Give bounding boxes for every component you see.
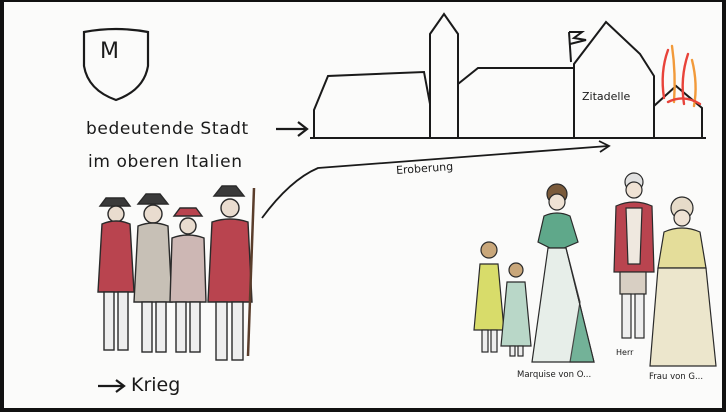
frau-illustration <box>650 197 716 366</box>
war-label: Krieg <box>131 374 180 396</box>
town-drawing <box>310 14 706 138</box>
citadel-label: Zitadelle <box>582 90 630 103</box>
soldiers-illustration <box>98 186 254 360</box>
frau-caption: Frau von G... <box>649 372 703 382</box>
fire-icon <box>663 46 700 106</box>
marquise-illustration <box>532 184 594 362</box>
herr-caption: Herr <box>616 348 633 357</box>
arrow-right-icon <box>98 380 124 392</box>
herr-illustration <box>614 173 654 338</box>
marquise-caption: Marquise von O... <box>517 370 591 380</box>
arrow-right-icon <box>276 122 307 136</box>
caption-line-1: bedeutende Stadt <box>86 119 249 139</box>
shield-letter: M <box>100 39 119 64</box>
caption-line-2: im oberen Italien <box>88 152 243 172</box>
girls-illustration <box>474 242 531 356</box>
whiteboard: M bedeutende Stadt im oberen Italien Zit… <box>4 2 722 408</box>
